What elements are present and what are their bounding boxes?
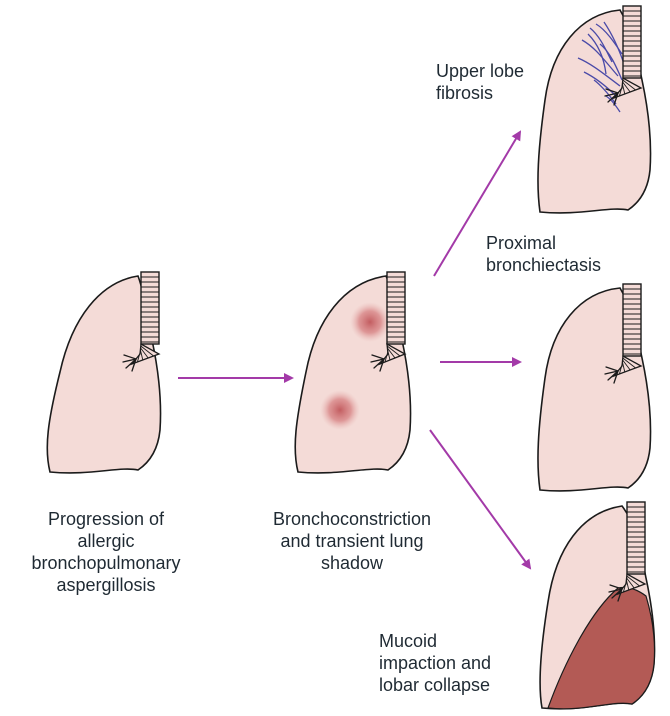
label-line: bronchopulmonary [31,553,181,573]
shadow-spot-lower [320,390,360,430]
airway-bronchiectasis [604,283,643,384]
lung-collapse [539,505,656,710]
airway-middle [370,271,407,372]
label-line: Proximal [486,233,557,253]
label-line: impaction and [379,653,492,673]
label-mucoid-impaction: Mucoid impaction and lobar collapse [379,630,549,696]
label-line: shadow [320,553,384,573]
label-line: allergic [77,531,135,551]
airway-start [122,271,161,372]
label-line: Progression of [47,509,165,529]
shadow-spot-upper [350,302,390,342]
label-line: fibrosis [436,83,494,103]
label-line: lobar collapse [379,675,491,695]
airway-collapse [608,501,647,602]
label-line: aspergillosis [56,575,156,595]
fibrosis-strokes [577,21,625,113]
arrow-to-collapse [429,429,532,570]
label-line: Mucoid [379,631,438,651]
collapsed-lobe [547,586,656,710]
label-bronchoconstriction: Bronchoconstriction and transient lung s… [252,508,452,574]
lung-middle [294,275,412,474]
label-line: Upper lobe [436,61,525,81]
label-line: Bronchoconstriction [272,509,432,529]
airway-fibrosis [604,5,643,106]
label-line: and transient lung [280,531,424,551]
label-line: bronchiectasis [486,255,602,275]
label-progression: Progression of allergic bronchopulmonary… [6,508,206,596]
label-proximal-bronchiectasis: Proximal bronchiectasis [486,232,646,276]
label-upper-lobe-fibrosis: Upper lobe fibrosis [436,60,556,104]
arrow-to-fibrosis [433,130,522,277]
